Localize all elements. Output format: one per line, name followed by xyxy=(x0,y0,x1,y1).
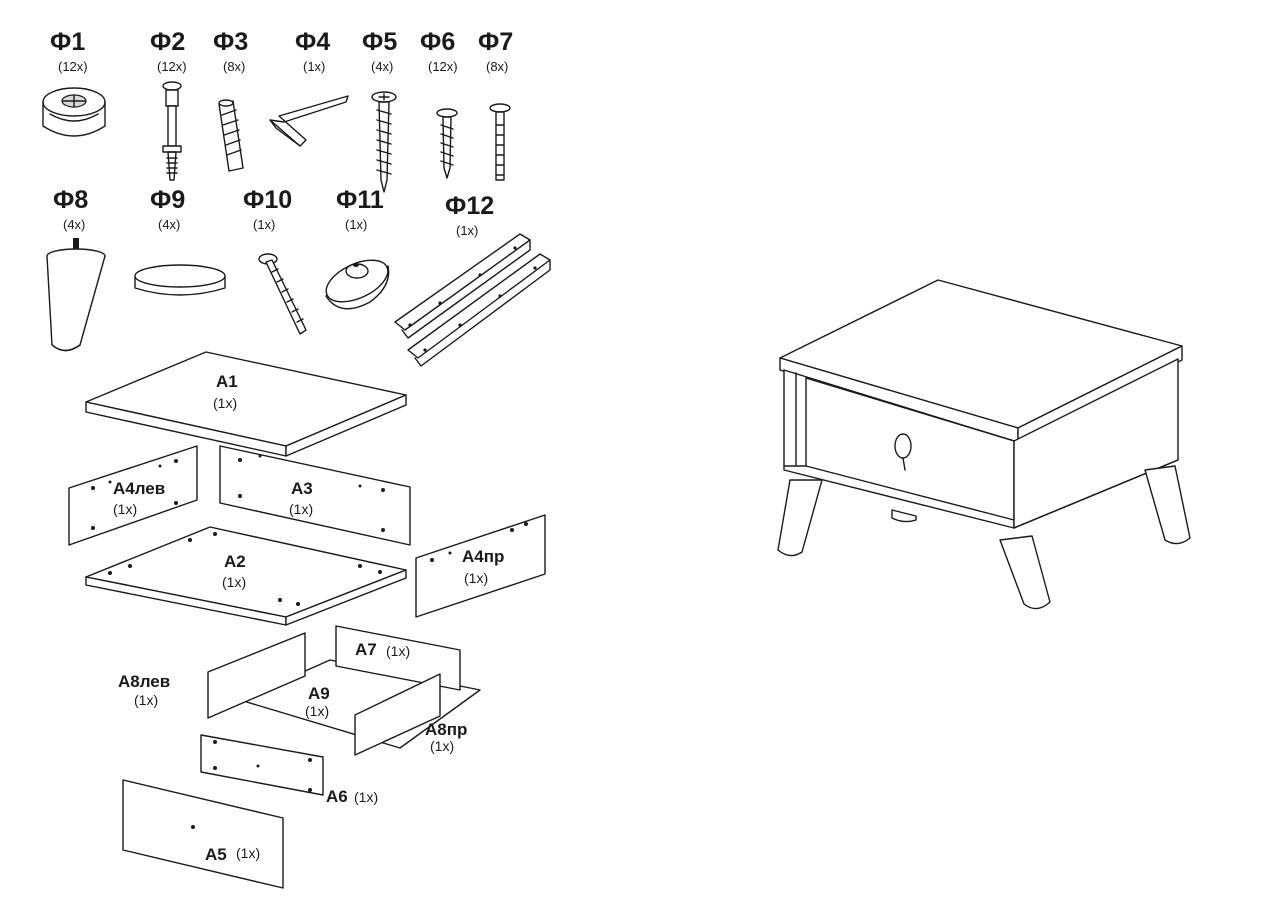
fitting-label-f10: Ф10 xyxy=(243,186,293,214)
drawer-knob-icon xyxy=(325,259,390,310)
part-label-a4-left: А4лев xyxy=(113,479,166,498)
bolt-icon xyxy=(489,103,511,181)
panel-a2 xyxy=(85,526,407,626)
fitting-label-f7: Ф7 xyxy=(478,28,514,56)
fitting-label-f6: Ф6 xyxy=(420,28,456,56)
fitting-qty-f11: (1x) xyxy=(345,217,368,232)
long-screw-icon xyxy=(371,91,397,193)
part-label-a8-left: А8лев xyxy=(118,672,171,691)
part-qty-a6: (1x) xyxy=(354,789,379,805)
fitting-qty-f2: (12x) xyxy=(157,59,187,74)
part-qty-a3: (1x) xyxy=(289,501,314,517)
fitting-qty-f3: (8x) xyxy=(223,59,246,74)
felt-pad-icon xyxy=(134,264,226,296)
fitting-qty-f12: (1x) xyxy=(456,223,479,238)
fitting-label-f1: Ф1 xyxy=(50,28,86,56)
part-qty-a4-right: (1x) xyxy=(464,570,489,586)
connector-bolt-icon xyxy=(162,81,182,181)
cam-lock-icon xyxy=(42,87,106,137)
part-label-a3: А3 xyxy=(291,479,313,498)
part-label-a5: А5 xyxy=(205,845,227,864)
part-qty-a5: (1x) xyxy=(236,845,261,861)
part-qty-a1: (1x) xyxy=(213,395,238,411)
part-label-a2: А2 xyxy=(224,552,246,571)
fitting-qty-f8: (4x) xyxy=(63,217,86,232)
fitting-qty-f9: (4x) xyxy=(158,217,181,232)
part-label-a6: А6 xyxy=(326,787,348,806)
panel-a3 xyxy=(219,445,411,546)
fitting-label-f12: Ф12 xyxy=(445,192,495,220)
part-label-a1: А1 xyxy=(216,372,238,391)
fitting-label-f5: Ф5 xyxy=(362,28,398,56)
fitting-label-f2: Ф2 xyxy=(150,28,186,56)
wood-dowel-icon xyxy=(218,99,244,172)
part-qty-a4-left: (1x) xyxy=(113,501,138,517)
fitting-label-f4: Ф4 xyxy=(295,28,331,56)
panel-a4-left xyxy=(68,445,198,546)
furniture-leg-icon xyxy=(46,238,106,352)
fitting-qty-f5: (4x) xyxy=(371,59,394,74)
part-qty-a8-left: (1x) xyxy=(134,692,159,708)
fitting-qty-f7: (8x) xyxy=(486,59,509,74)
part-qty-a9: (1x) xyxy=(305,703,330,719)
part-label-a9: А9 xyxy=(308,684,330,703)
fitting-label-f9: Ф9 xyxy=(150,186,186,214)
part-label-a7: А7 xyxy=(355,640,377,659)
part-label-a4-right: А4пр xyxy=(462,547,505,566)
fitting-label-f8: Ф8 xyxy=(53,186,89,214)
fitting-qty-f1: (12x) xyxy=(58,59,88,74)
fitting-qty-f4: (1x) xyxy=(303,59,326,74)
fitting-qty-f10: (1x) xyxy=(253,217,276,232)
panel-a1 xyxy=(85,351,407,457)
fitting-label-f11: Ф11 xyxy=(336,186,384,214)
hex-key-icon xyxy=(269,95,349,147)
assembled-nightstand xyxy=(777,279,1191,610)
fitting-qty-f6: (12x) xyxy=(428,59,458,74)
drawer-slide-icon xyxy=(394,233,551,367)
panel-a4-right xyxy=(415,514,546,618)
part-label-a8-right: А8пр xyxy=(425,720,468,739)
fitting-label-f3: Ф3 xyxy=(213,28,249,56)
part-qty-a8-right: (1x) xyxy=(430,738,455,754)
knob-screw-icon xyxy=(258,253,307,335)
part-qty-a7: (1x) xyxy=(386,643,411,659)
short-screw-icon xyxy=(436,108,458,179)
drawer-parts xyxy=(122,625,481,889)
part-qty-a2: (1x) xyxy=(222,574,247,590)
